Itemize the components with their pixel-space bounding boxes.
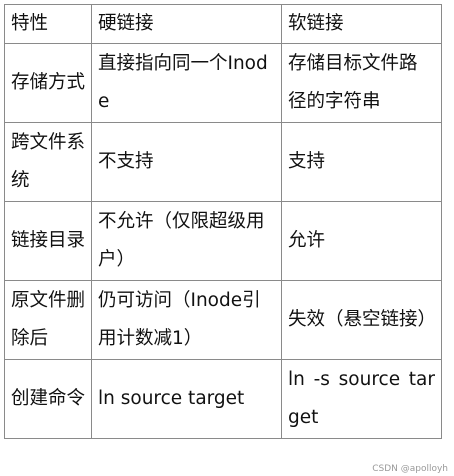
watermark: CSDN @apolloyh — [372, 464, 448, 474]
soft-link-cell: 允许 — [281, 201, 442, 281]
hard-link-cell: 仍可访问（Inode引用计数减1） — [91, 280, 282, 360]
table-row: 原文件删除后 仍可访问（Inode引用计数减1） 失效（悬空链接） — [4, 280, 442, 360]
feature-cell: 跨文件系统 — [4, 122, 92, 202]
comparison-table: 特性 硬链接 软链接 存储方式 直接指向同一个Inode 存储目标文件路径的字符… — [4, 4, 442, 439]
hard-link-cell: ln source target — [91, 359, 282, 439]
header-feature: 特性 — [4, 4, 92, 44]
table-row: 创建命令 ln source target ln -s source targe… — [4, 359, 442, 439]
header-hard-link: 硬链接 — [91, 4, 282, 44]
table-row: 存储方式 直接指向同一个Inode 存储目标文件路径的字符串 — [4, 43, 442, 123]
feature-cell: 存储方式 — [4, 43, 92, 123]
feature-cell: 链接目录 — [4, 201, 92, 281]
feature-cell: 原文件删除后 — [4, 280, 92, 360]
soft-link-cell: 存储目标文件路径的字符串 — [281, 43, 442, 123]
hard-link-cell: 不允许（仅限超级用户） — [91, 201, 282, 281]
table-row: 链接目录 不允许（仅限超级用户） 允许 — [4, 201, 442, 281]
feature-cell: 创建命令 — [4, 359, 92, 439]
table-row: 跨文件系统 不支持 支持 — [4, 122, 442, 202]
header-soft-link: 软链接 — [281, 4, 442, 44]
soft-link-cell: ln -s source target — [281, 359, 442, 439]
soft-link-cell: 失效（悬空链接） — [281, 280, 442, 360]
soft-link-cell: 支持 — [281, 122, 442, 202]
hard-link-cell: 不支持 — [91, 122, 282, 202]
hard-link-cell: 直接指向同一个Inode — [91, 43, 282, 123]
header-row: 特性 硬链接 软链接 — [4, 4, 442, 44]
